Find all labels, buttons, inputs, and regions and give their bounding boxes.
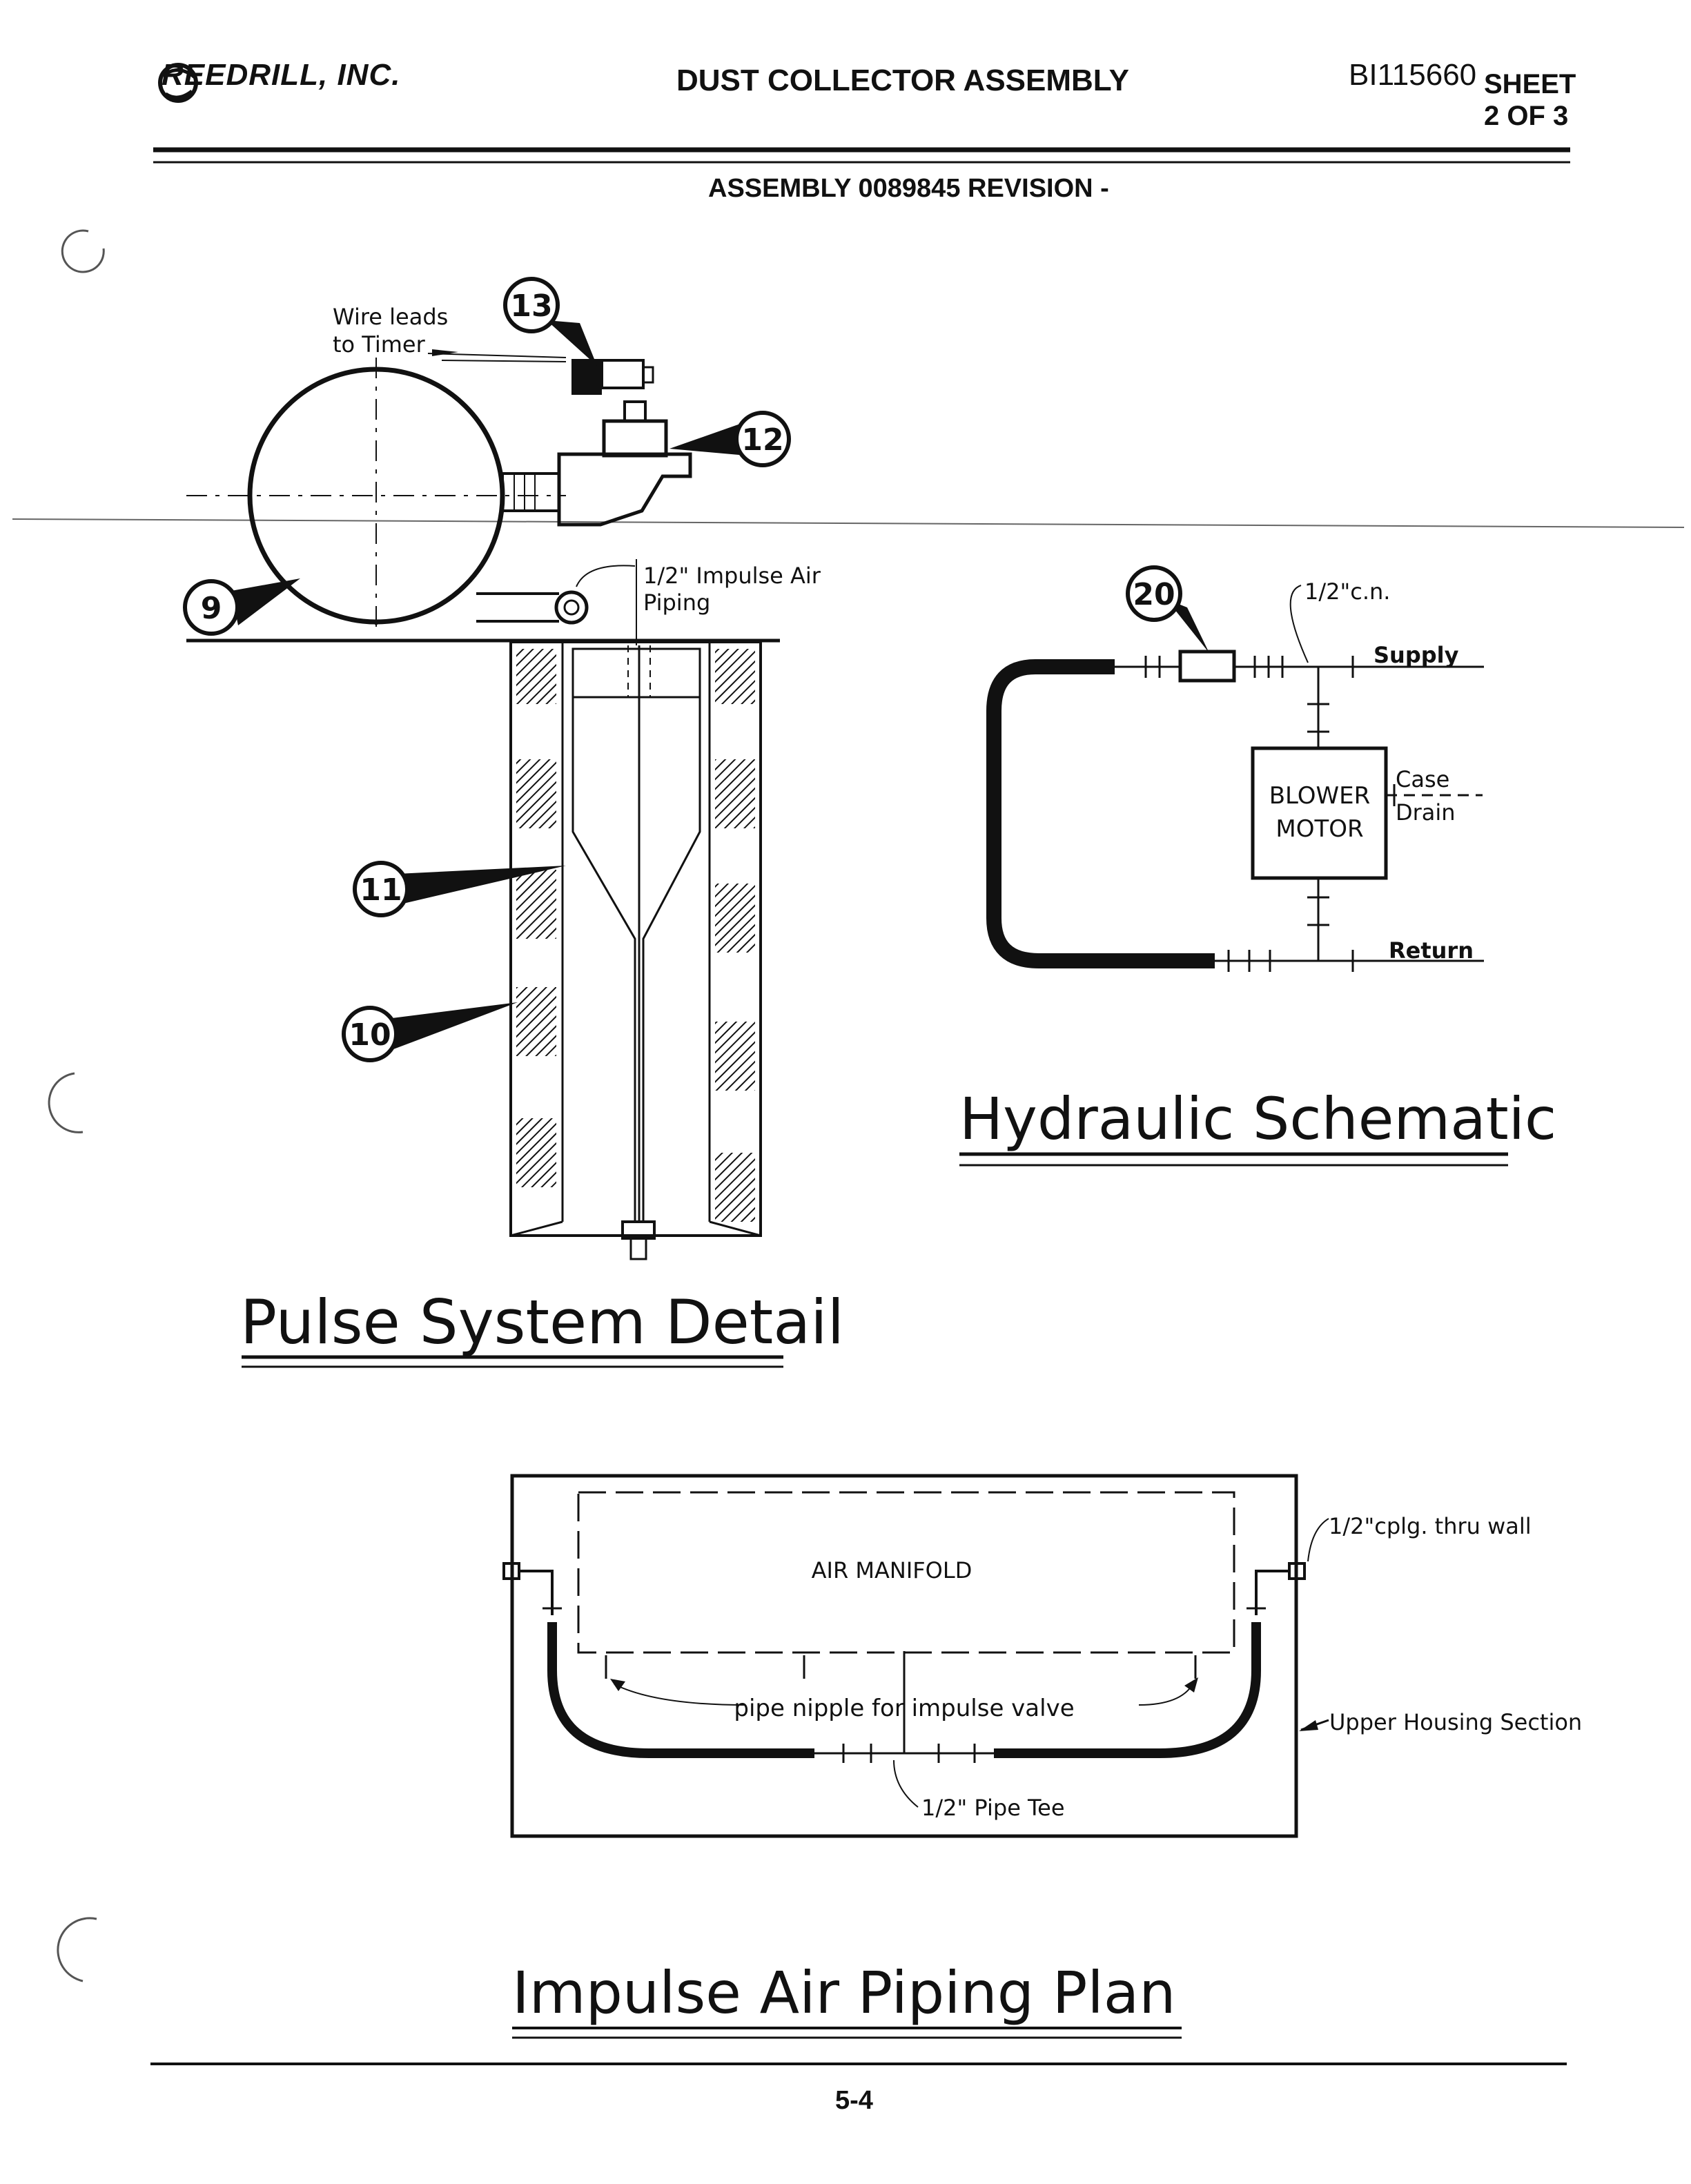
pipe-tee-label: 1/2" Pipe Tee (921, 1795, 1065, 1821)
pulse-valve (557, 452, 692, 527)
document-title: DUST COLLECTOR ASSEMBLY (676, 64, 1129, 97)
return-label: Return (1389, 937, 1474, 964)
svg-text:12: 12 (741, 422, 783, 458)
svg-text:13: 13 (510, 289, 552, 324)
air-manifold-outline (577, 1491, 1235, 1654)
hydraulic-schematic: Supply BLOWER MOTOR Case Drain Return 1/… (959, 565, 1556, 1167)
page-number: 5-4 (835, 2086, 873, 2115)
binder-hole (61, 229, 105, 273)
pulse-system-detail: Wire leads to Timer 1/2" Impulse Air Pip… (183, 277, 844, 1368)
binder-hole (57, 1917, 97, 1982)
blower-motor-box (1251, 746, 1388, 880)
binder-hole (48, 1072, 84, 1133)
callout-20: 20 (1126, 565, 1209, 653)
cn-label: 1/2"c.n. (1304, 578, 1390, 605)
drain-label: Drain (1396, 799, 1456, 826)
scan-line (12, 518, 1685, 528)
air-manifold-label: AIR MANIFOLD (812, 1557, 972, 1583)
svg-text:10: 10 (349, 1017, 391, 1053)
pulse-system-title: Pulse System Detail (240, 1287, 844, 1358)
case-label: Case (1396, 766, 1449, 792)
callout-10: 10 (342, 1002, 518, 1062)
assembly-revision: ASSEMBLY 0089845 REVISION - (708, 174, 1109, 203)
solenoid-block (571, 359, 602, 395)
hydraulic-hose (986, 659, 1215, 968)
callout-9: 9 (183, 578, 300, 636)
impulse-air-label: 1/2" Impulse Air (643, 563, 821, 589)
pipe-nipple-label: pipe nipple for impulse valve (734, 1695, 1074, 1722)
svg-text:20: 20 (1133, 577, 1175, 612)
svg-text:9: 9 (201, 591, 222, 626)
svg-text:11: 11 (360, 872, 402, 908)
sheet-count: 2 OF 3 (1484, 101, 1569, 131)
reedrill-swirl-icon (158, 63, 198, 103)
upper-housing-label: Upper Housing Section (1329, 1709, 1582, 1735)
sheet-label: SHEET (1484, 69, 1576, 99)
filter-cartridge-outer (509, 641, 762, 1237)
hydraulic-schematic-title: Hydraulic Schematic (959, 1085, 1556, 1153)
callout-11: 11 (353, 861, 566, 917)
callout-13: 13 (503, 277, 597, 366)
impulse-air-label-2: Piping (643, 589, 710, 616)
upper-housing-outline (510, 1474, 1298, 1838)
blower-label: BLOWER (1269, 782, 1371, 810)
wire-leads-label-2: to Timer (333, 331, 426, 358)
check-valve (1178, 650, 1236, 683)
impulse-air-piping-plan: AIR MANIFOLD pipe nipple for impulse val… (502, 1474, 1582, 2039)
callout-12: 12 (669, 411, 791, 467)
impulse-air-piping-title: Impulse Air Piping Plan (512, 1959, 1175, 2027)
wire-leads-label: Wire leads (333, 304, 448, 330)
motor-label: MOTOR (1275, 815, 1363, 843)
company-logo: REEDRILL, INC. (162, 58, 401, 92)
impulse-piping (547, 1622, 1261, 1758)
supply-label: Supply (1374, 642, 1459, 668)
document-number: BI115660 (1349, 58, 1477, 92)
venturi (571, 647, 701, 699)
coupling-label: 1/2"cplg. thru wall (1329, 1513, 1532, 1539)
header-rule (153, 147, 1570, 164)
